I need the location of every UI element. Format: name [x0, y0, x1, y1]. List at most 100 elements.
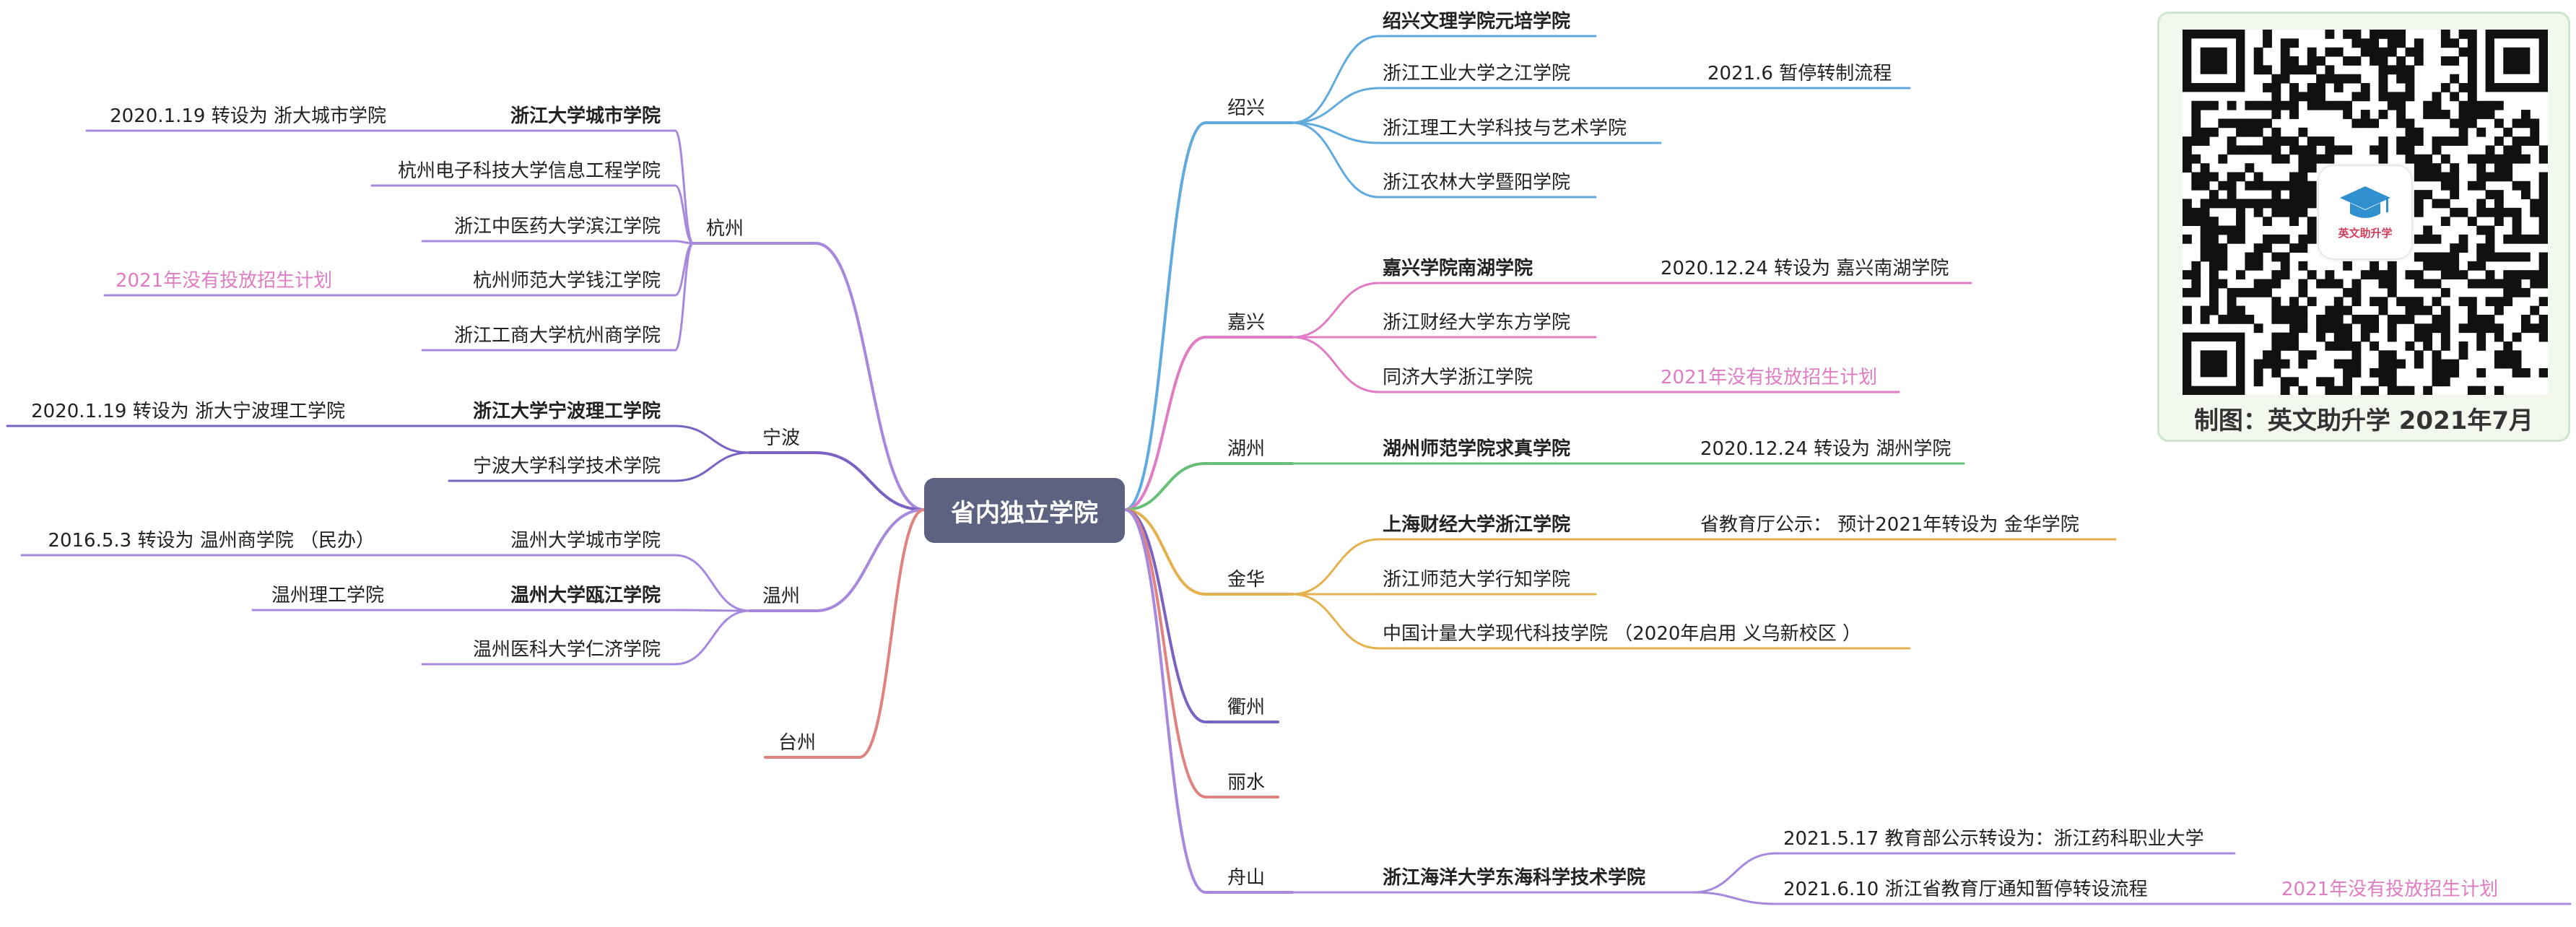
branch-line-hangzhou	[814, 242, 926, 511]
city-node-wenzhou[interactable]: 温州	[762, 586, 801, 607]
city-node-lishui[interactable]: 丽水	[1227, 772, 1266, 793]
college-node[interactable]: 湖州师范学院求真学院	[1383, 438, 1571, 460]
college-note[interactable]: 省教育厅公示： 预计2021年转设为 金华学院	[1700, 514, 2079, 536]
qr-module	[2396, 65, 2406, 75]
college-node[interactable]: 浙江大学宁波理工学院	[472, 401, 661, 422]
zhoushan-note-highlight[interactable]: 2021年没有投放招生计划	[2281, 879, 2499, 900]
root-node[interactable]: 省内独立学院	[924, 478, 1125, 543]
qr-module	[2387, 30, 2397, 39]
college-note[interactable]: 2020.1.19 转设为 浙大宁波理工学院	[31, 401, 345, 422]
city-node-jiaxing[interactable]: 嘉兴	[1227, 312, 1266, 334]
qr-module	[2485, 145, 2495, 155]
college-note[interactable]: 温州理工学院	[271, 585, 384, 606]
college-node[interactable]: 浙江理工大学科技与艺术学院	[1383, 118, 1627, 139]
qr-module	[2325, 386, 2335, 396]
qr-module	[2360, 38, 2370, 48]
college-node[interactable]: 上海财经大学浙江学院	[1383, 514, 1571, 536]
qr-module	[2512, 279, 2522, 289]
city-node-hangzhou[interactable]: 杭州	[706, 218, 744, 240]
qr-module	[2280, 386, 2290, 396]
college-node[interactable]: 温州医科大学仁济学院	[472, 639, 661, 661]
qr-module	[2209, 297, 2219, 307]
qr-module	[2209, 127, 2219, 137]
college-node[interactable]: 中国计量大学现代科技学院 （2020年启用 义乌新校区 ）	[1383, 623, 1861, 645]
college-note[interactable]: 2020.1.19 转设为 浙大城市学院	[110, 105, 386, 127]
qr-module	[2494, 190, 2504, 199]
qr-module	[2298, 243, 2308, 253]
college-note[interactable]: 2020.12.24 转设为 嘉兴南湖学院	[1661, 258, 1949, 279]
qr-module	[2414, 234, 2424, 244]
qr-module	[2467, 92, 2477, 102]
qr-module	[2245, 127, 2255, 137]
college-node[interactable]: 浙江工商大学杭州商学院	[453, 325, 661, 347]
qr-module	[2280, 377, 2290, 387]
college-node[interactable]: 杭州师范大学钱江学院	[472, 270, 661, 292]
college-note[interactable]: 2016.5.3 转设为 温州商学院 （民办）	[48, 530, 375, 552]
college-node[interactable]: 宁波大学科学技术学院	[472, 456, 661, 477]
qr-module	[2494, 217, 2504, 227]
college-note[interactable]: 2020.12.24 转设为 湖州学院	[1700, 438, 1951, 460]
qr-module	[2423, 110, 2433, 119]
college-node[interactable]: 嘉兴学院南湖学院	[1383, 258, 1533, 279]
qr-module	[2432, 100, 2442, 110]
qr-module	[2520, 136, 2531, 146]
zhoushan-note[interactable]: 2021.5.17 教育部公示转设为：浙江药科职业大学	[1783, 828, 2204, 850]
qr-module	[2387, 314, 2397, 324]
qr-module	[2370, 38, 2380, 48]
college-note[interactable]: 2021年没有投放招生计划	[1661, 367, 1878, 388]
qr-module	[2307, 145, 2317, 155]
qr-module	[2432, 314, 2442, 324]
college-node[interactable]: 浙江财经大学东方学院	[1383, 312, 1571, 334]
qr-module	[2432, 261, 2442, 271]
qr-module	[2271, 234, 2281, 244]
college-note[interactable]: 2021.6 暂停转制流程	[1707, 63, 1892, 84]
qr-module	[2191, 207, 2201, 217]
qr-code[interactable]: 英文助升学	[2183, 30, 2549, 396]
college-node[interactable]: 杭州电子科技大学信息工程学院	[397, 160, 661, 182]
college-node[interactable]: 绍兴文理学院元培学院	[1383, 11, 1571, 32]
college-node[interactable]: 浙江大学城市学院	[510, 105, 661, 127]
qr-module	[2485, 234, 2495, 244]
qr-module	[2414, 279, 2424, 289]
college-node[interactable]: 浙江海洋大学东海科学技术学院	[1383, 867, 1646, 889]
city-node-ningbo[interactable]: 宁波	[762, 427, 801, 449]
qr-module	[2307, 350, 2317, 360]
college-node[interactable]: 浙江中医药大学滨江学院	[453, 216, 661, 238]
city-node-shaoxing[interactable]: 绍兴	[1227, 97, 1266, 119]
city-node-zhoushan[interactable]: 舟山	[1227, 867, 1266, 889]
qr-module	[2200, 350, 2227, 378]
city-node-huzhou[interactable]: 湖州	[1227, 438, 1266, 460]
college-note[interactable]: 2021年没有投放招生计划	[116, 270, 333, 292]
qr-module	[2289, 145, 2299, 155]
qr-module	[2405, 145, 2415, 155]
city-node-jinhua[interactable]: 金华	[1227, 569, 1266, 591]
qr-module	[2271, 190, 2281, 199]
college-node[interactable]: 温州大学瓯江学院	[510, 585, 661, 606]
college-node[interactable]: 同济大学浙江学院	[1383, 367, 1533, 388]
qr-module	[2191, 100, 2201, 110]
qr-module	[2432, 279, 2442, 289]
zhoushan-note[interactable]: 2021.6.10 浙江省教育厅通知暂停转设流程	[1783, 879, 2148, 900]
college-node[interactable]: 浙江师范大学行知学院	[1383, 569, 1571, 591]
college-node[interactable]: 浙江农林大学暨阳学院	[1383, 172, 1571, 193]
qr-module	[2450, 38, 2460, 48]
qr-module	[2405, 83, 2415, 92]
qr-module	[2209, 305, 2219, 315]
branch-line-huzhou	[1123, 462, 1207, 511]
qr-module	[2494, 154, 2504, 164]
qr-module	[2512, 367, 2522, 378]
qr-module	[2503, 207, 2513, 217]
city-node-taizhou[interactable]: 台州	[778, 732, 817, 754]
qr-module	[2200, 243, 2210, 253]
qr-module	[2503, 145, 2513, 155]
city-node-quzhou[interactable]: 衢州	[1227, 697, 1266, 718]
qr-module	[2512, 154, 2522, 164]
qr-module	[2530, 270, 2540, 280]
qr-module	[2414, 38, 2424, 48]
qr-module	[2512, 145, 2522, 155]
college-node[interactable]: 温州大学城市学院	[510, 530, 661, 552]
qr-module	[2351, 30, 2362, 39]
qr-module	[2289, 136, 2299, 146]
qr-module	[2271, 83, 2281, 92]
college-node[interactable]: 浙江工业大学之江学院	[1383, 63, 1571, 84]
